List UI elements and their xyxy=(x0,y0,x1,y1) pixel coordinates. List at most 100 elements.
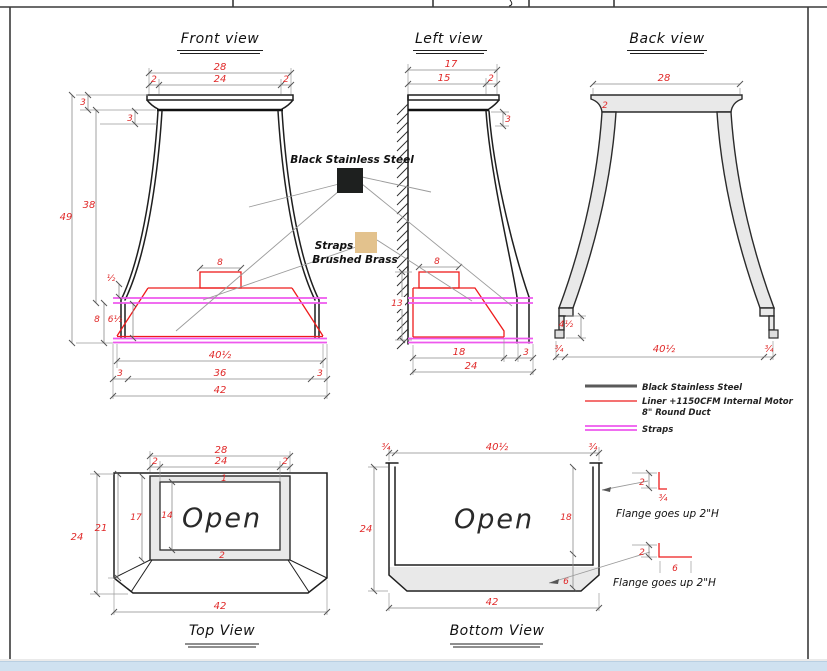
dim-bottom-6: 6 xyxy=(563,577,569,587)
dim-left-17: 17 xyxy=(445,59,458,70)
bottom-band-fill xyxy=(389,567,599,590)
bottom-open-label: Open xyxy=(454,504,534,535)
cropped-text-remnant xyxy=(508,0,513,7)
dim-top-14: 14 xyxy=(161,511,173,521)
liner-outline-front xyxy=(116,287,324,338)
dim-front-3l: 3 xyxy=(117,369,123,379)
dim-top-21: 21 xyxy=(95,523,108,534)
flange-note-top: Flange goes up 2"H xyxy=(616,508,719,520)
dim-bottom-3quarter-r: ¾ xyxy=(589,443,598,453)
dim-flange1-3quarter: ¾ xyxy=(659,494,668,504)
dim-front-2l: 2 xyxy=(151,75,157,85)
flange1-profile xyxy=(658,472,667,490)
dim-front-49: 49 xyxy=(60,212,73,223)
dim-front-6half: 6½ xyxy=(108,315,123,325)
dim-back-40half: 40½ xyxy=(653,343,676,355)
top-open-label: Open xyxy=(182,503,262,534)
dim-left-3: 3 xyxy=(505,115,511,125)
dim-back-3quarter-l: ¾ xyxy=(555,345,564,355)
top-view: 28 2 24 2 1 24 21 17 14 2 42 Open Top Vi… xyxy=(71,445,331,648)
front-view-linework xyxy=(113,94,327,344)
steel-callout-label: Black Stainless Steel xyxy=(290,154,414,166)
legend-item-liner: Liner +1150CFM Internal Motor 8" Round D… xyxy=(585,397,794,418)
dim-left-13: 13 xyxy=(391,299,403,309)
legend-straps-label: Straps xyxy=(642,425,673,435)
back-view-linework xyxy=(554,94,779,339)
dim-left-duct-8: 8 xyxy=(434,257,440,267)
front-view: Front view xyxy=(60,31,331,400)
dim-back-28: 28 xyxy=(658,73,671,84)
dim-top-2r: 2 xyxy=(282,457,288,467)
dim-front-36: 36 xyxy=(214,368,227,379)
legend-liner-label-2: 8" Round Duct xyxy=(642,408,712,418)
brass-swatch xyxy=(355,232,377,253)
dim-bottom-40half: 40½ xyxy=(486,441,509,453)
dim-top-1: 1 xyxy=(221,474,227,484)
dim-left-wall-3: 3 xyxy=(523,348,529,358)
dim-bottom-18: 18 xyxy=(560,513,572,523)
bottom-view: ¾ 40½ ¾ 24 18 6 42 Open Bottom View xyxy=(360,441,603,648)
liner-outline-left xyxy=(412,287,505,338)
dim-front-crown-3: 3 xyxy=(80,98,86,108)
dim-front-38: 38 xyxy=(83,200,96,211)
dim-top-24: 24 xyxy=(71,532,84,543)
left-view-title: Left view xyxy=(415,31,483,47)
dim-bottom-42: 42 xyxy=(486,597,499,608)
flange-detail-bottom: 2 6 Flange goes up 2"H xyxy=(548,541,716,589)
left-view: Left view xyxy=(390,31,537,376)
flange2-profile xyxy=(658,543,692,558)
back-foot-left xyxy=(554,329,565,339)
bottom-taskbar-strip xyxy=(0,661,827,671)
dim-front-28: 28 xyxy=(214,62,227,73)
back-crown xyxy=(590,94,743,113)
steel-swatch xyxy=(337,168,363,193)
dim-top-2bottom: 2 xyxy=(219,551,225,561)
dim-front-3r: 3 xyxy=(317,369,323,379)
material-callouts: Black Stainless Steel Straps Brushed Bra… xyxy=(175,154,513,332)
dim-bottom-3quarter-l: ¾ xyxy=(382,443,391,453)
back-leg-right xyxy=(716,111,776,309)
legend-steel-label: Black Stainless Steel xyxy=(642,383,743,393)
bottom-view-linework xyxy=(385,462,603,592)
legend-item-steel: Black Stainless Steel xyxy=(585,383,743,393)
straps-callout-label: Straps xyxy=(315,240,354,252)
dim-front-duct-8: 8 xyxy=(217,258,223,268)
dim-back-2: 2 xyxy=(602,101,608,111)
bottom-view-title: Bottom View xyxy=(450,623,545,639)
dim-front-half: ½ xyxy=(107,274,116,284)
back-foot-right xyxy=(768,329,779,339)
front-view-dimensions: 28 2 24 2 3 3 49 38 ½ 8 6½ 8 40½ 3 36 3 … xyxy=(60,62,331,400)
straps-front xyxy=(113,297,327,344)
back-view-title: Back view xyxy=(629,31,704,47)
dim-back-3quarter-r: ¾ xyxy=(765,345,774,355)
legend-item-straps: Straps xyxy=(585,425,673,435)
wall-hatching xyxy=(396,103,409,350)
front-view-title: Front view xyxy=(181,31,259,47)
bottom-outer-outline xyxy=(388,462,600,592)
back-view-dimensions: 28 2 4½ ¾ 40½ ¾ xyxy=(552,73,777,361)
dim-top-24open: 24 xyxy=(215,456,228,467)
dim-front-neck-3: 3 xyxy=(127,114,133,124)
dim-top-2l: 2 xyxy=(152,457,158,467)
dim-flange1-2: 2 xyxy=(639,478,645,488)
dim-top-17: 17 xyxy=(130,513,142,523)
dim-left-15: 15 xyxy=(438,73,451,84)
dim-front-8: 8 xyxy=(94,315,100,325)
top-opening xyxy=(159,481,281,551)
back-leg-left xyxy=(557,111,617,309)
dim-flange2-6: 6 xyxy=(672,564,678,574)
legend: Black Stainless Steel Liner +1150CFM Int… xyxy=(585,383,794,435)
dim-front-2r: 2 xyxy=(283,75,289,85)
flange-detail-top: 2 ¾ Flange goes up 2"H xyxy=(601,469,719,520)
dim-left-18: 18 xyxy=(453,347,466,358)
dim-left-2: 2 xyxy=(488,74,494,84)
dim-top-42: 42 xyxy=(214,601,227,612)
legend-liner-label-1: Liner +1150CFM Internal Motor xyxy=(642,397,794,407)
left-view-dimensions: 17 15 2 3 13 8 18 3 24 xyxy=(390,59,537,376)
dim-front-24: 24 xyxy=(214,74,227,85)
dim-top-28: 28 xyxy=(215,445,228,456)
brass-callout-label: Brushed Brass xyxy=(312,254,397,266)
straps-left xyxy=(408,297,533,344)
